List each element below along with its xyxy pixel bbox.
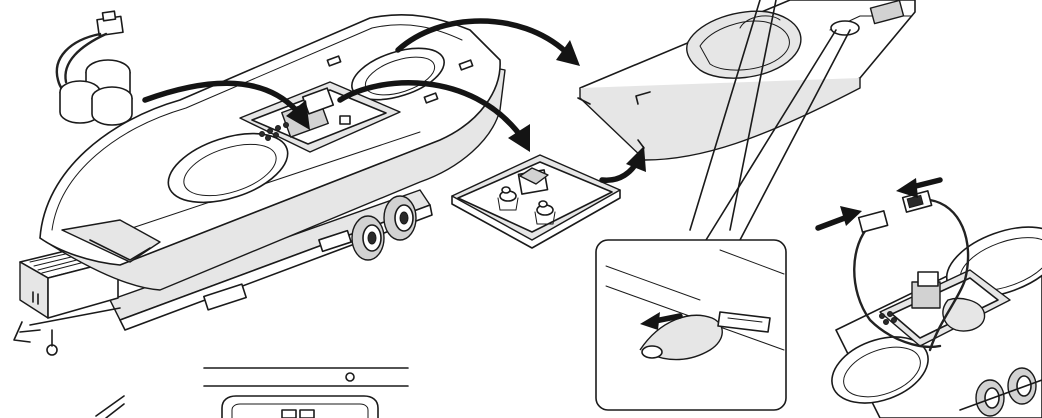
battery-pack-icon	[55, 10, 133, 126]
connector-detail-icon	[815, 177, 1042, 418]
hatch-lid-icon	[451, 154, 621, 249]
canopy-cover-icon	[577, 0, 916, 161]
leader-lines	[689, 0, 851, 241]
boat-trailer-icon	[13, 189, 433, 356]
partial-detail-icon	[95, 367, 409, 418]
movement-arrows	[142, 18, 646, 183]
latch-detail-icon	[595, 239, 787, 411]
